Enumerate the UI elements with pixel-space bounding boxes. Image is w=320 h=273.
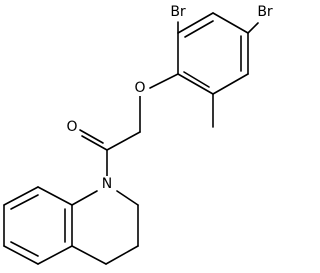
bond-c-o-ether: [149, 73, 179, 89]
bond-aryl-4: [212, 73, 249, 95]
bond-aryl-5: [177, 73, 214, 95]
double-bond-aryl-c: [183, 71, 210, 88]
double-bond-benz-b: [10, 241, 39, 257]
atom-br-top: Br: [167, 3, 189, 21]
bond-aryl-2: [212, 12, 249, 34]
label-n-ring: N: [102, 176, 112, 192]
atom-br-right: Br: [254, 3, 276, 21]
label-o-ether: O: [134, 80, 145, 96]
bond-c3-c4: [105, 245, 139, 265]
bond-c4-c4a: [71, 245, 107, 265]
bond-aryl-1: [177, 12, 214, 34]
bond-c-br-right: [247, 22, 259, 34]
label-br-top: Br: [170, 4, 186, 20]
tetrahydroquinoline-ring: [3, 186, 139, 265]
bond-ch2-carbonyl: [106, 131, 141, 151]
chemical-structure-diagram: Br Br O O N: [3, 3, 276, 265]
bond-benz-2: [37, 245, 73, 265]
atom-n-ring: N: [100, 176, 114, 192]
bond-carbonyl-o-1: [81, 135, 108, 151]
bond-benz-5: [3, 186, 39, 206]
bond-n-c2: [116, 190, 139, 206]
label-o-carbonyl: O: [66, 119, 77, 135]
double-bond-aryl-a: [184, 20, 214, 38]
double-bond-benz-c: [10, 194, 39, 210]
atom-o-carbonyl: O: [65, 119, 79, 135]
atom-o-ether: O: [133, 80, 147, 96]
bond-carbonyl-o-2: [79, 129, 104, 144]
bond-c8a-n: [71, 190, 98, 206]
label-br-right: Br: [257, 4, 273, 20]
aryl-ring: [177, 12, 249, 95]
bond-benz-6: [37, 186, 73, 206]
bond-benz-3: [3, 245, 39, 265]
